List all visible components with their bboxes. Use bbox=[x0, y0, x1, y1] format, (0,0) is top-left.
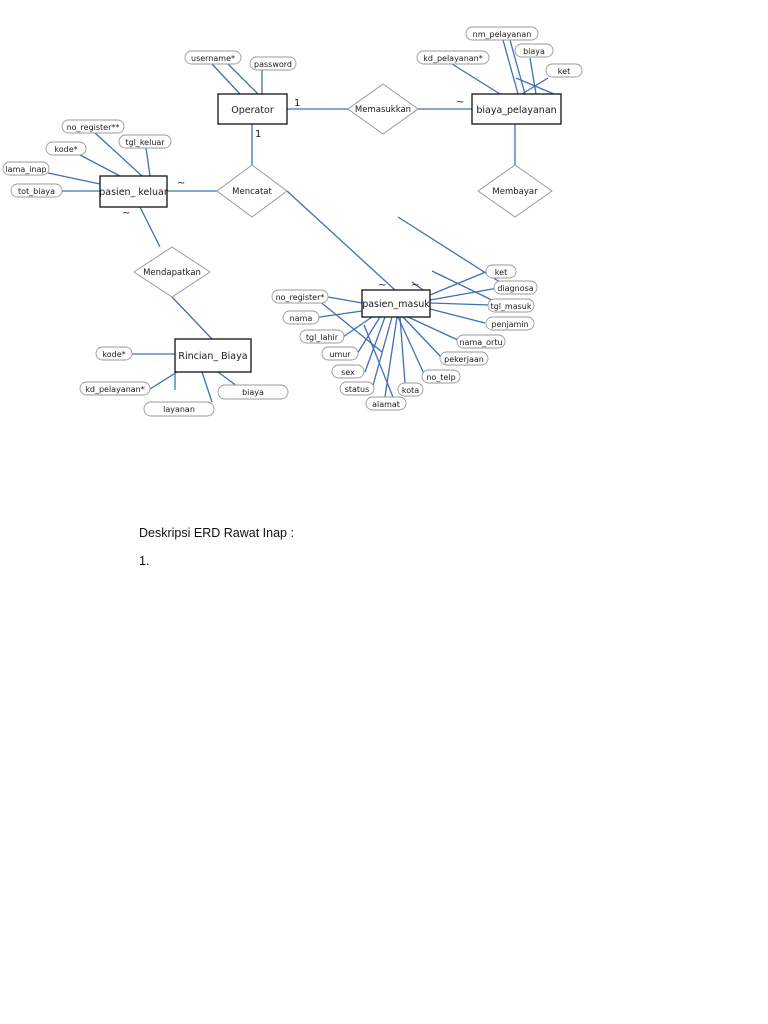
attr-biaya-pelayanan-biaya: biaya bbox=[514, 43, 554, 58]
attr-pasien-masuk-tgllahir: tgl_lahir bbox=[299, 329, 345, 344]
entity-rincian-biaya-label: Rincian_ Biaya bbox=[178, 351, 247, 362]
attr-pasien-masuk-umur: umur bbox=[321, 346, 359, 361]
attr-pasien-masuk-notelp-label: no_telp bbox=[426, 373, 455, 382]
attr-pasien-masuk-ket-label: ket bbox=[495, 268, 507, 277]
attr-biaya-pelayanan-ket: ket bbox=[545, 63, 583, 78]
attr-pasien-keluar-kode-label: kode* bbox=[54, 145, 77, 154]
cardinality-memasukkan-biaya: ~ bbox=[456, 97, 464, 108]
attr-pasien-masuk-kota: kota bbox=[397, 382, 424, 397]
attr-pasien-keluar-lamainap: lama_inap bbox=[2, 161, 50, 176]
entity-operator-label: Operator bbox=[231, 105, 274, 116]
attr-pasien-masuk-namaortu-label: nama_ortu bbox=[459, 338, 502, 347]
entity-pasien-keluar: pasien_ keluar bbox=[99, 175, 168, 208]
attr-pasien-keluar-lamainap-label: lama_inap bbox=[5, 165, 46, 174]
attr-pasien-masuk-tgllahir-label: tgl_lahir bbox=[306, 333, 339, 342]
attr-rincian-biaya-label: biaya bbox=[242, 388, 264, 397]
attr-pasien-keluar-kode: kode* bbox=[45, 141, 87, 156]
cardinality-masuk-2: ~ bbox=[411, 280, 419, 291]
attr-pasien-masuk-nama: nama bbox=[282, 310, 320, 325]
cardinality-operator-mencatat: 1 bbox=[255, 129, 261, 140]
attr-biaya-pelayanan-biaya-label: biaya bbox=[523, 47, 545, 56]
attr-pasien-masuk-diagnosa: diagnosa bbox=[493, 280, 538, 295]
attr-pasien-keluar-tglkeluar: tgl_keluar bbox=[118, 134, 172, 149]
attr-biaya-pelayanan-kd-label: kd_pelayanan* bbox=[423, 54, 483, 63]
entity-rincian-biaya: Rincian_ Biaya bbox=[174, 338, 252, 373]
attr-pasien-masuk-notelp: no_telp bbox=[421, 369, 461, 384]
attr-pasien-masuk-penjamin-label: penjamin bbox=[491, 320, 528, 329]
cardinality-operator-memasukkan: 1 bbox=[294, 98, 300, 109]
relationship-mendapatkan: Mendapatkan bbox=[133, 246, 211, 298]
attr-rincian-kdpelayanan-label: kd_pelayanan* bbox=[85, 385, 145, 394]
cardinality-keluar-mendapatkan: ~ bbox=[122, 208, 130, 219]
attr-pasien-keluar-noregister-label: no_register** bbox=[67, 123, 120, 132]
attr-rincian-kode-label: kode* bbox=[102, 350, 125, 359]
connector-lines bbox=[47, 39, 562, 403]
attr-pasien-masuk-sex-label: sex bbox=[341, 368, 355, 377]
entity-biaya-pelayanan-label: biaya_pelayanan bbox=[476, 105, 556, 116]
attr-rincian-layanan: layanan bbox=[143, 401, 215, 417]
attr-pasien-masuk-alamat: alamat bbox=[365, 396, 407, 411]
entity-biaya-pelayanan: biaya_pelayanan bbox=[471, 93, 562, 125]
cardinality-keluar-mencatat: ~ bbox=[177, 178, 185, 189]
entity-pasien-masuk: pasien_masuk bbox=[361, 289, 431, 318]
relationship-memasukkan-label: Memasukkan bbox=[355, 105, 411, 115]
entity-pasien-masuk-label: pasien_masuk bbox=[362, 299, 430, 310]
attr-pasien-masuk-diagnosa-label: diagnosa bbox=[497, 284, 533, 293]
relationship-membayar-label: Membayar bbox=[492, 187, 538, 197]
attr-rincian-kode: kode* bbox=[95, 346, 133, 361]
relationship-memasukkan: Memasukkan bbox=[347, 83, 419, 135]
attr-pasien-keluar-noregister: no_register** bbox=[61, 119, 125, 134]
entity-operator: Operator bbox=[217, 93, 288, 125]
attr-pasien-masuk-pekerjaan-label: pekerjaan bbox=[444, 355, 484, 364]
attr-biaya-pelayanan-ket-label: ket bbox=[558, 67, 570, 76]
attr-pasien-keluar-tglkeluar-label: tgl_keluar bbox=[125, 138, 165, 147]
attr-biaya-pelayanan-nm: nm_pelayanan bbox=[465, 26, 539, 41]
relationship-mendapatkan-label: Mendapatkan bbox=[143, 268, 201, 278]
attr-operator-password-label: password bbox=[254, 60, 292, 69]
attr-pasien-masuk-namaortu: nama_ortu bbox=[456, 334, 506, 349]
attr-pasien-masuk-tglmasuk-label: tgl_masuk bbox=[490, 302, 531, 311]
attr-pasien-keluar-totbiaya: tot_biaya bbox=[10, 183, 63, 198]
attr-rincian-layanan-label: layanan bbox=[163, 405, 195, 414]
erd-diagram: Operator biaya_pelayanan pasien_ keluar … bbox=[2, 26, 583, 417]
attr-rincian-biaya: biaya bbox=[217, 384, 289, 400]
attr-pasien-masuk-umur-label: umur bbox=[329, 350, 351, 359]
attr-pasien-masuk-kota-label: kota bbox=[402, 386, 419, 395]
attr-pasien-masuk-noregister-label: no_register* bbox=[276, 293, 325, 302]
description-title: Deskripsi ERD Rawat Inap : bbox=[139, 526, 294, 540]
attr-pasien-masuk-pekerjaan: pekerjaan bbox=[439, 351, 489, 366]
attr-pasien-masuk-status: status bbox=[339, 381, 375, 396]
cardinality-masuk-1: ~ bbox=[378, 280, 386, 291]
attr-rincian-kdpelayanan: kd_pelayanan* bbox=[79, 381, 151, 396]
entity-pasien-keluar-label: pasien_ keluar bbox=[99, 187, 168, 198]
attr-pasien-masuk-penjamin: penjamin bbox=[485, 316, 535, 331]
attr-pasien-keluar-totbiaya-label: tot_biaya bbox=[18, 187, 55, 196]
attr-operator-username: username* bbox=[184, 50, 242, 65]
attr-pasien-masuk-noregister: no_register* bbox=[271, 289, 329, 304]
attr-operator-username-label: username* bbox=[191, 54, 235, 63]
attr-pasien-masuk-alamat-label: alamat bbox=[372, 400, 400, 409]
description-item: 1. bbox=[139, 554, 150, 568]
attr-biaya-pelayanan-nm-label: nm_pelayanan bbox=[473, 30, 532, 39]
relationship-mencatat: Mencatat bbox=[216, 164, 288, 218]
attr-biaya-pelayanan-kd: kd_pelayanan* bbox=[416, 50, 490, 65]
attr-operator-password: password bbox=[249, 56, 297, 71]
attr-pasien-masuk-nama-label: nama bbox=[290, 314, 313, 323]
relationship-mencatat-label: Mencatat bbox=[232, 187, 272, 197]
attr-pasien-masuk-sex: sex bbox=[331, 364, 365, 379]
attr-pasien-masuk-tglmasuk: tgl_masuk bbox=[487, 298, 535, 313]
relationship-membayar: Membayar bbox=[477, 164, 553, 218]
attr-pasien-masuk-ket: ket bbox=[485, 264, 517, 279]
attr-pasien-masuk-status-label: status bbox=[345, 385, 370, 394]
